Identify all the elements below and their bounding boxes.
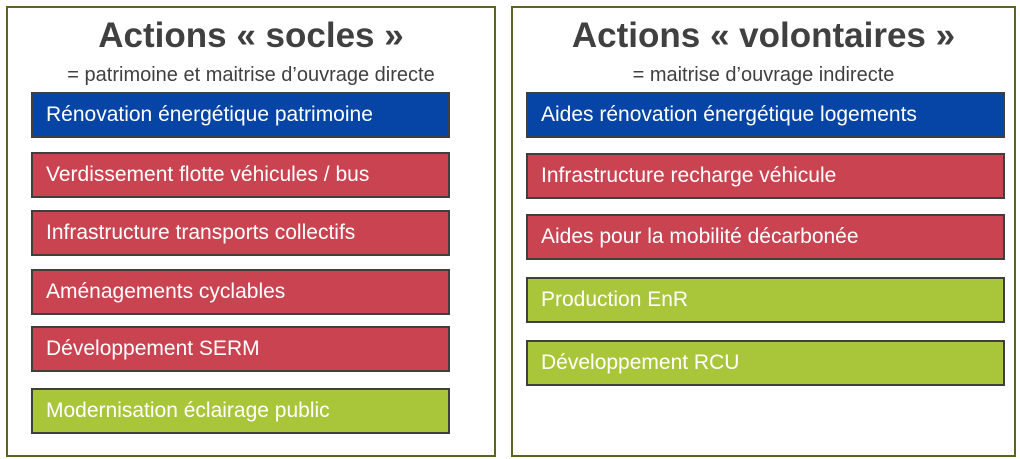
- volontaires-panel: Actions « volontaires » = maitrise d’ouv…: [511, 6, 1016, 457]
- action-box: Aides pour la mobilité décarbonée: [526, 214, 1005, 260]
- socles-panel: Actions « socles » = patrimoine et maitr…: [6, 6, 496, 457]
- panel-title: Actions « volontaires »: [571, 16, 956, 55]
- action-box: Infrastructure recharge véhicule: [526, 153, 1005, 199]
- action-box: Production EnR: [526, 277, 1005, 323]
- action-box: Verdissement flotte véhicules / bus: [31, 152, 450, 198]
- panel-subtitle: = patrimoine et maitrise d’ouvrage direc…: [67, 64, 435, 86]
- action-box: Développement SERM: [31, 326, 450, 372]
- action-box: Aides rénovation énergétique logements: [526, 92, 1005, 138]
- action-box: Développement RCU: [526, 340, 1005, 386]
- action-box: Modernisation éclairage public: [31, 388, 450, 434]
- panel-title: Actions « socles »: [98, 16, 404, 55]
- action-box: Aménagements cyclables: [31, 269, 450, 315]
- action-box: Infrastructure transports collectifs: [31, 210, 450, 256]
- action-box: Rénovation énergétique patrimoine: [31, 92, 450, 138]
- panel-subtitle: = maitrise d’ouvrage indirecte: [632, 64, 895, 86]
